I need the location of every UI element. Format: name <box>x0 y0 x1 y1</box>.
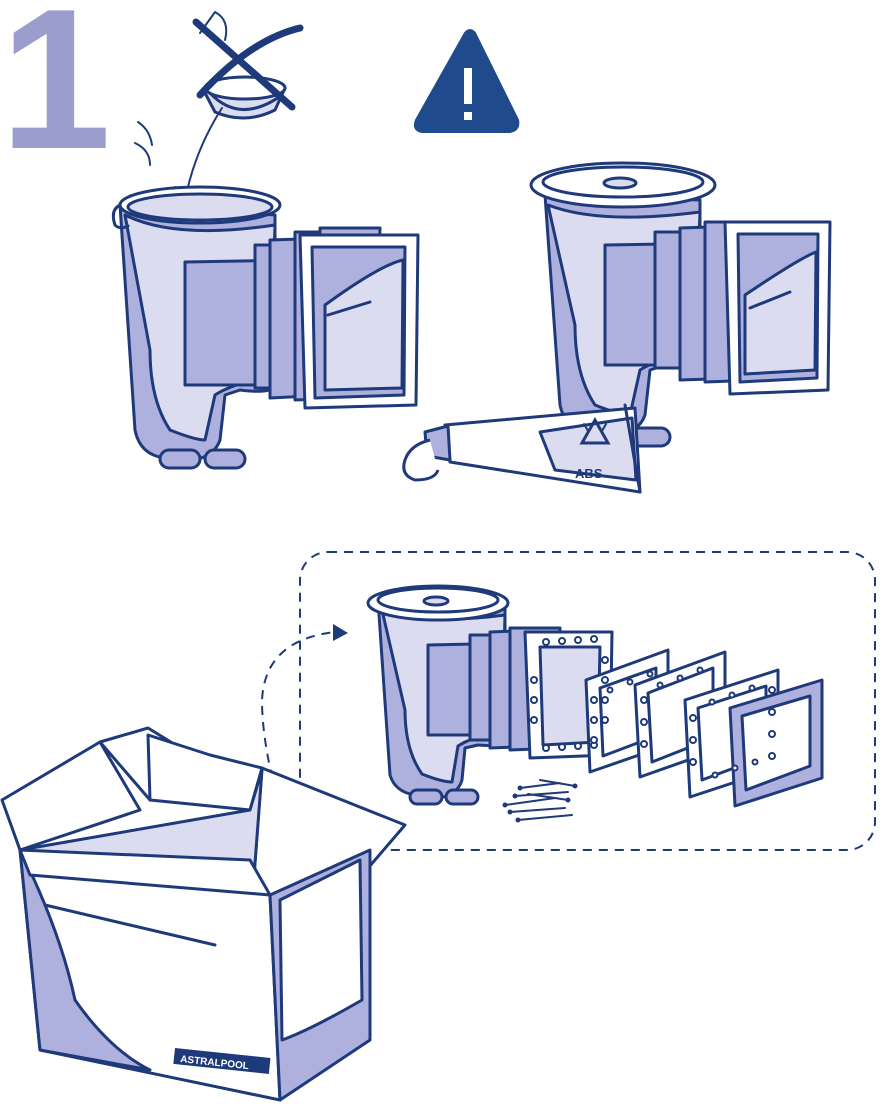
flange-set <box>530 635 824 808</box>
skimmer-open <box>111 185 420 470</box>
screws-icon <box>502 779 578 823</box>
recycle-icon <box>579 416 611 445</box>
warning-icon <box>413 29 520 133</box>
open-box-icon: ASTRALPOOL <box>0 726 407 1102</box>
tube-label: ABS <box>575 466 603 481</box>
crossed-out-basket-icon <box>192 11 304 120</box>
skimmer-kit <box>366 584 614 806</box>
skimmer-closed <box>529 161 832 448</box>
contents-frame <box>299 551 876 851</box>
glue-tube-icon: ABS <box>402 403 642 494</box>
